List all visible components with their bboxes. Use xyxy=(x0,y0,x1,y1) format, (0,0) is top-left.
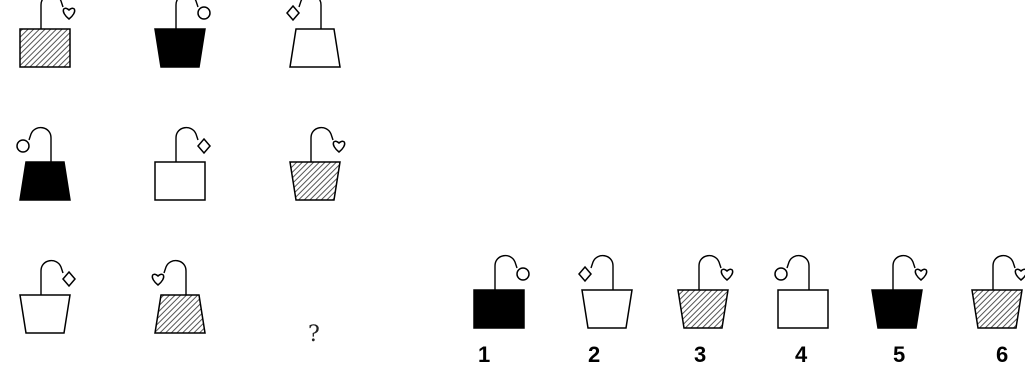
flower-diamond-icon xyxy=(63,272,75,286)
flower-diamond-icon xyxy=(579,267,591,281)
stem-line xyxy=(495,256,517,290)
flower-heart-icon xyxy=(63,8,74,19)
flower-heart-icon xyxy=(1015,269,1025,280)
pot-trapezoid-icon xyxy=(582,290,632,328)
flower-heart-icon xyxy=(915,269,926,280)
stem-line xyxy=(787,256,809,290)
option-figure-3 xyxy=(678,256,733,328)
option-figure-5 xyxy=(872,256,927,328)
option-figure-2 xyxy=(579,256,632,328)
pot-square-icon xyxy=(20,29,70,67)
option-2-label[interactable]: 2 xyxy=(588,342,600,368)
option-3-label[interactable]: 3 xyxy=(694,342,706,368)
flower-diamond-icon xyxy=(287,6,299,20)
stem-line xyxy=(591,256,613,290)
missing-figure-mark: ? xyxy=(308,322,320,347)
matrix-figure-5 xyxy=(155,128,210,200)
matrix-figure-8 xyxy=(152,261,205,333)
flower-heart-icon xyxy=(333,141,344,152)
stem-line xyxy=(176,0,198,29)
flower-heart-icon xyxy=(721,269,732,280)
pot-square-icon xyxy=(155,162,205,200)
stem-line xyxy=(993,256,1015,290)
option-figure-1 xyxy=(474,256,529,328)
flower-circle-icon xyxy=(198,7,210,19)
stem-line xyxy=(41,261,63,295)
stem-line xyxy=(311,128,333,162)
matrix-figure-4 xyxy=(17,128,70,200)
flower-circle-icon xyxy=(17,140,29,152)
pot-trapezoid-icon xyxy=(290,162,340,200)
stem-line xyxy=(176,128,198,162)
pot-square-icon xyxy=(778,290,828,328)
flower-circle-icon xyxy=(517,268,529,280)
flower-circle-icon xyxy=(775,268,787,280)
matrix-figure-6 xyxy=(290,128,345,200)
stem-line xyxy=(699,256,721,290)
option-6-label[interactable]: 6 xyxy=(996,342,1008,368)
matrix-figure-1 xyxy=(20,0,75,67)
pot-trapezoid-icon xyxy=(20,295,70,333)
option-4-label[interactable]: 4 xyxy=(795,342,807,368)
flower-heart-icon xyxy=(152,274,163,285)
option-5-label[interactable]: 5 xyxy=(893,342,905,368)
pot-flared-icon xyxy=(290,29,340,67)
option-figure-6 xyxy=(972,256,1025,328)
matrix-figure-2 xyxy=(155,0,210,67)
pot-square-icon xyxy=(474,290,524,328)
stem-line xyxy=(164,261,186,295)
pot-trapezoid-icon xyxy=(872,290,922,328)
stem-line xyxy=(893,256,915,290)
pot-flared-icon xyxy=(20,162,70,200)
pot-trapezoid-icon xyxy=(155,29,205,67)
stem-line xyxy=(29,128,51,162)
pot-flared-icon xyxy=(155,295,205,333)
matrix-figure-7 xyxy=(20,261,75,333)
matrix-figure-3 xyxy=(287,0,340,67)
stem-line xyxy=(299,0,321,29)
pot-trapezoid-icon xyxy=(678,290,728,328)
stem-line xyxy=(41,0,63,29)
pot-trapezoid-icon xyxy=(972,290,1022,328)
option-figure-4 xyxy=(775,256,828,328)
option-1-label[interactable]: 1 xyxy=(478,342,490,368)
flower-diamond-icon xyxy=(198,139,210,153)
